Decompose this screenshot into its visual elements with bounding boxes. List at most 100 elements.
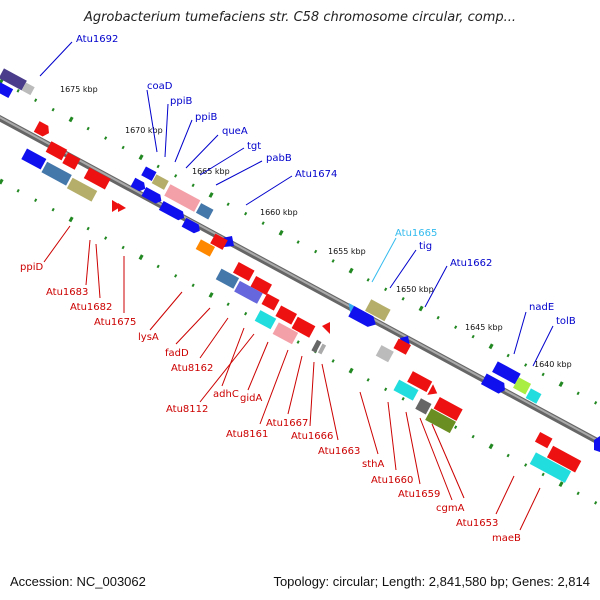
feature-rev-n[interactable] bbox=[529, 452, 572, 483]
feature-gidA[interactable] bbox=[261, 293, 280, 311]
feature-fwd-5[interactable] bbox=[525, 388, 542, 404]
feature-atu8162[interactable] bbox=[232, 262, 255, 282]
feature-rev-d[interactable] bbox=[112, 200, 122, 212]
feature-rev-f[interactable] bbox=[234, 280, 263, 304]
feature-rev-l[interactable] bbox=[425, 408, 456, 434]
tick-mark bbox=[541, 372, 545, 377]
feature-fwd-1[interactable] bbox=[0, 80, 14, 99]
feature-atu1659[interactable] bbox=[407, 371, 433, 393]
scale-label: 1660 kbp bbox=[260, 208, 298, 217]
feature-adhC[interactable] bbox=[250, 276, 272, 296]
gene-label-atu1663[interactable]: Atu1663 bbox=[318, 446, 360, 457]
feature-rev-b[interactable] bbox=[41, 161, 72, 186]
tick-mark bbox=[121, 145, 125, 150]
gene-label-cgmA[interactable]: cgmA bbox=[436, 503, 465, 514]
gene-label-ppiB-1[interactable]: ppiB bbox=[170, 96, 192, 107]
feature-coaD[interactable] bbox=[141, 166, 157, 181]
tick-mark bbox=[16, 188, 20, 193]
feature-ppiB-2[interactable] bbox=[164, 184, 201, 212]
feature-maeB[interactable] bbox=[534, 431, 553, 449]
feature-atu1675[interactable] bbox=[83, 167, 111, 190]
feature-nadE[interactable] bbox=[492, 361, 521, 385]
feature-rev-g[interactable] bbox=[254, 310, 277, 330]
feature-fadD[interactable] bbox=[195, 239, 216, 257]
feature-atu1692-a[interactable] bbox=[0, 68, 27, 91]
feature-ppiB-1[interactable] bbox=[151, 174, 169, 190]
feature-atu8161[interactable] bbox=[275, 305, 297, 325]
gene-label-queA[interactable]: queA bbox=[222, 126, 248, 137]
tick-mark bbox=[226, 302, 230, 307]
gene-label-atu1675[interactable]: Atu1675 bbox=[94, 317, 136, 328]
tick-mark bbox=[138, 154, 144, 161]
gene-label-nadE[interactable]: nadE bbox=[529, 302, 554, 313]
gene-label-ppiB-2[interactable]: ppiB bbox=[195, 112, 217, 123]
tick-mark bbox=[121, 245, 125, 250]
gene-label-fadD[interactable]: fadD bbox=[165, 348, 189, 359]
feature-rev-k[interactable] bbox=[393, 379, 419, 401]
gene-label-atu1692[interactable]: Atu1692 bbox=[76, 34, 118, 45]
tick-mark bbox=[331, 259, 335, 263]
tick-mark bbox=[208, 192, 214, 198]
gene-label-atu8112[interactable]: Atu8112 bbox=[166, 404, 208, 415]
gene-label-atu1683[interactable]: Atu1683 bbox=[46, 287, 88, 298]
gene-label-atu8162[interactable]: Atu8162 bbox=[171, 363, 213, 374]
tick-mark bbox=[558, 481, 564, 488]
gene-label-atu1666[interactable]: Atu1666 bbox=[291, 431, 333, 442]
tick-mark bbox=[488, 343, 494, 350]
feature-atu1692-b[interactable] bbox=[21, 82, 35, 96]
tick-mark bbox=[401, 397, 405, 401]
gene-label-pabB[interactable]: pabB bbox=[266, 153, 292, 164]
gene-label-adhC[interactable]: adhC bbox=[213, 389, 239, 400]
feature-pabB[interactable] bbox=[141, 187, 163, 205]
feature-tolB[interactable] bbox=[513, 377, 532, 395]
feature-rev-m[interactable] bbox=[546, 445, 582, 473]
gene-label-atu1665[interactable]: Atu1665 bbox=[395, 228, 437, 239]
feature-fwd-6[interactable] bbox=[480, 373, 508, 396]
gene-label-atu1674[interactable]: Atu1674 bbox=[295, 169, 337, 180]
feature-atu1663[interactable] bbox=[322, 322, 330, 334]
gene-label-maeB[interactable]: maeB bbox=[492, 533, 521, 544]
gene-label-atu1659[interactable]: Atu1659 bbox=[398, 489, 440, 500]
feature-fwd-4[interactable] bbox=[345, 303, 355, 313]
gene-label-coaD[interactable]: coaD bbox=[147, 81, 173, 92]
feature-ppiD[interactable] bbox=[33, 121, 52, 138]
gene-label-atu1662[interactable]: Atu1662 bbox=[450, 258, 492, 269]
feature-cgmA[interactable] bbox=[433, 397, 463, 421]
gene-label-atu1682[interactable]: Atu1682 bbox=[70, 302, 112, 313]
gene-label-atu1660[interactable]: Atu1660 bbox=[371, 475, 413, 486]
feature-queA[interactable] bbox=[195, 203, 214, 220]
feature-atu1674[interactable] bbox=[158, 201, 187, 222]
feature-rev-e[interactable] bbox=[118, 203, 126, 212]
gene-label-gidA[interactable]: gidA bbox=[240, 393, 262, 404]
gene-label-ppiD[interactable]: ppiD bbox=[20, 262, 43, 273]
gene-label-atu1667[interactable]: Atu1667 bbox=[266, 418, 308, 429]
feature-atu1666[interactable] bbox=[272, 322, 299, 345]
gene-label-atu8161[interactable]: Atu8161 bbox=[226, 429, 268, 440]
feature-rev-h[interactable] bbox=[311, 339, 322, 353]
feature-atu1665[interactable] bbox=[365, 299, 391, 322]
feature-rev-i[interactable] bbox=[317, 343, 327, 355]
feature-atu1660[interactable] bbox=[375, 345, 394, 363]
feature-atu1667[interactable] bbox=[291, 316, 316, 338]
gene-label-lysA[interactable]: lysA bbox=[138, 332, 159, 343]
feature-rev-c[interactable] bbox=[66, 177, 98, 202]
gene-label-tolB[interactable]: tolB bbox=[556, 316, 576, 327]
feature-tgt[interactable] bbox=[130, 177, 148, 193]
tick-mark bbox=[226, 202, 230, 207]
gene-label-sthA[interactable]: sthA bbox=[362, 459, 384, 470]
feature-atu1653[interactable] bbox=[415, 398, 432, 415]
feature-rev-a[interactable] bbox=[21, 148, 47, 170]
feature-fwd-7[interactable] bbox=[594, 436, 600, 452]
feature-atu8112[interactable] bbox=[215, 268, 240, 289]
gene-label-atu1653[interactable]: Atu1653 bbox=[456, 518, 498, 529]
feature-tig[interactable] bbox=[348, 305, 378, 330]
gene-label-tgt[interactable]: tgt bbox=[247, 141, 261, 152]
feature-fwd-2[interactable] bbox=[181, 217, 203, 235]
feature-atu1683[interactable] bbox=[45, 141, 68, 161]
feature-rev-j[interactable] bbox=[427, 384, 440, 398]
feature-atu1682[interactable] bbox=[62, 152, 81, 170]
feature-lysA[interactable] bbox=[210, 233, 228, 250]
feature-sthA[interactable] bbox=[393, 338, 412, 355]
gene-label-tig[interactable]: tig bbox=[419, 241, 432, 252]
